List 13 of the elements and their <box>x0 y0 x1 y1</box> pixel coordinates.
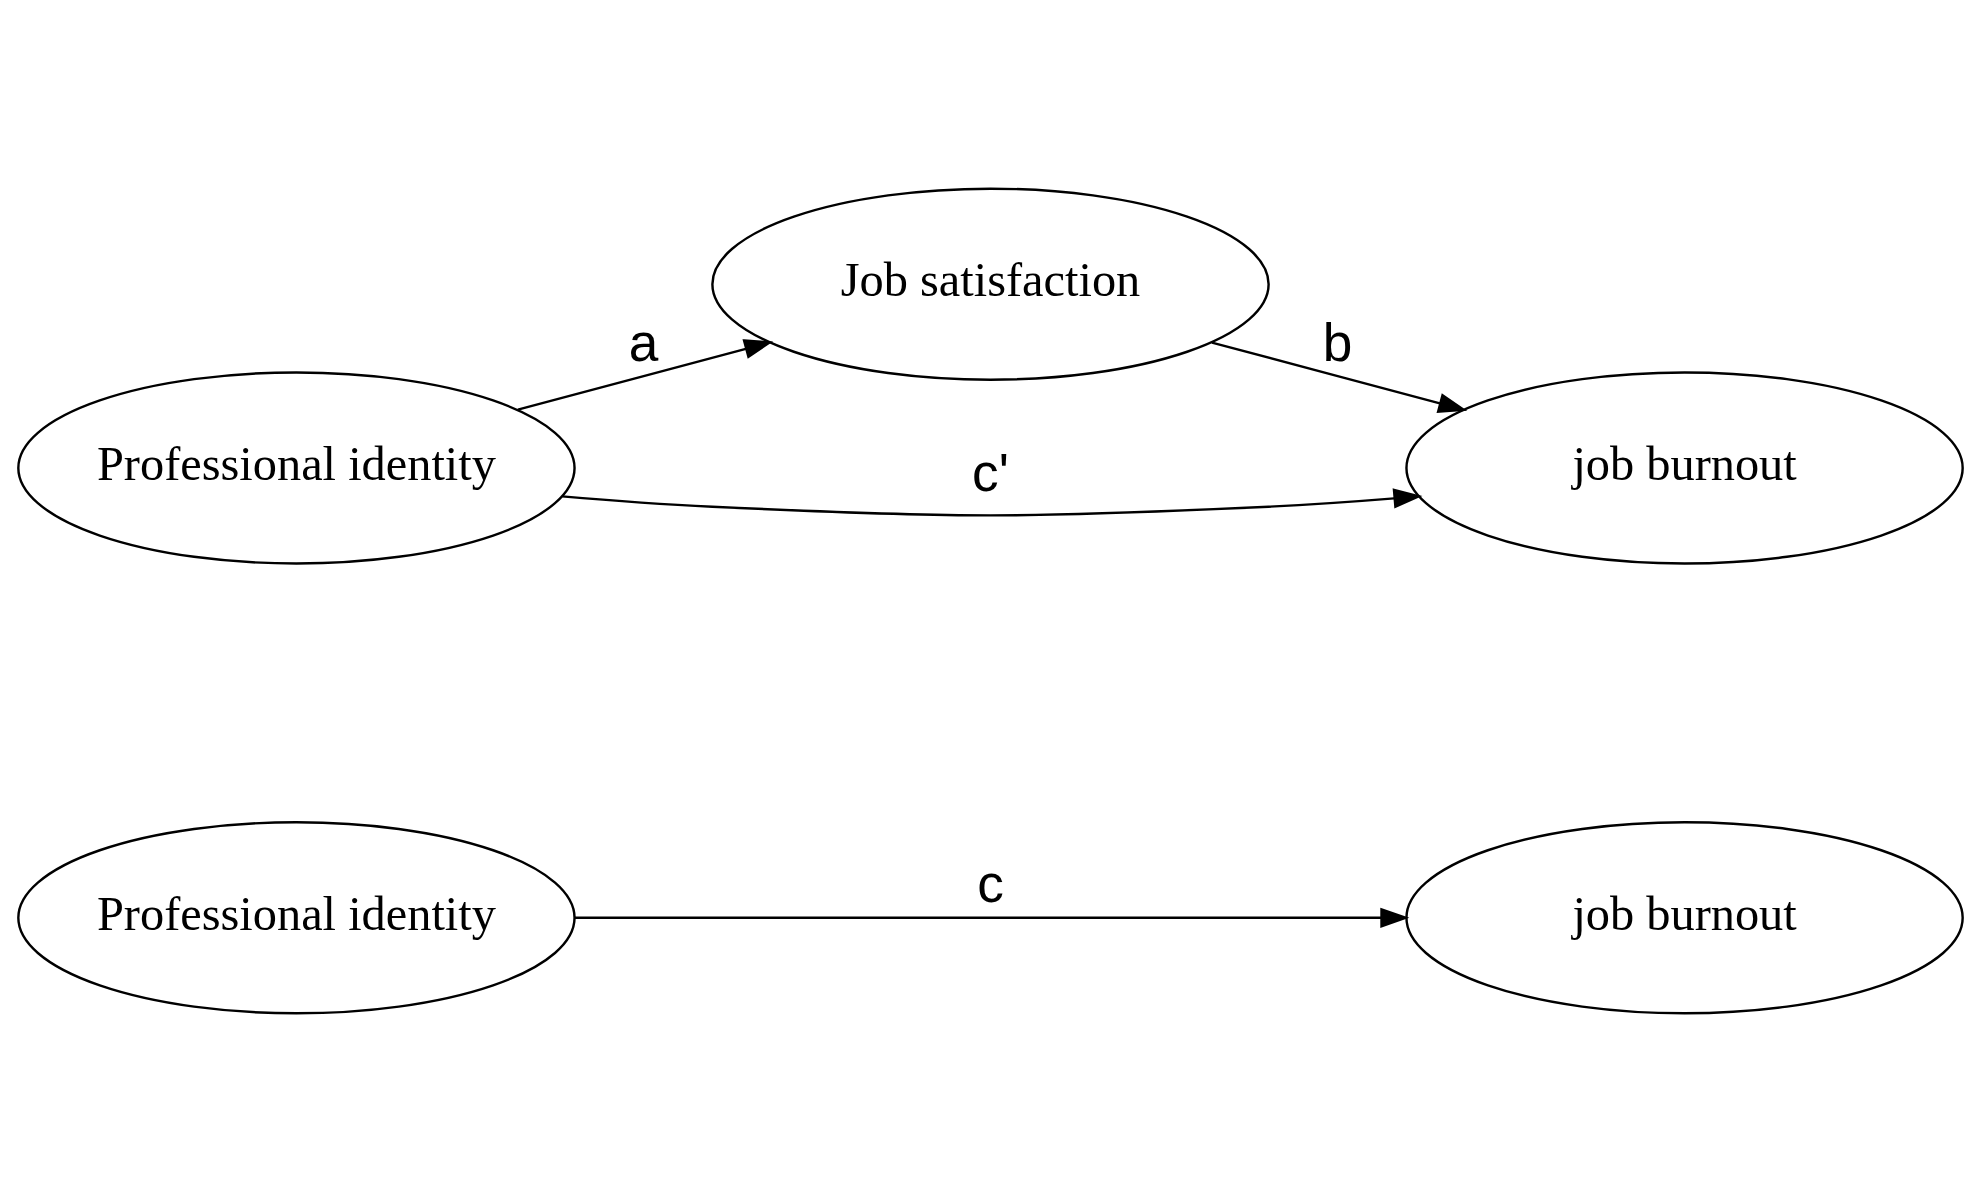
node-ellipse: job burnout <box>1405 370 1964 565</box>
node-ellipse: Professional identity <box>17 370 576 565</box>
node-ellipse: job burnout <box>1405 820 1964 1015</box>
node-ellipse: Professional identity <box>17 820 576 1015</box>
edge-label: c' <box>972 442 1009 502</box>
edge-label: a <box>628 312 659 372</box>
arrow <box>574 907 1410 928</box>
arrow <box>562 487 1423 517</box>
edge-label: c <box>977 853 1004 913</box>
node-ellipse: Job satisfaction <box>711 186 1270 381</box>
arrow <box>517 338 774 411</box>
arrow <box>1211 340 1468 413</box>
edge-label: b <box>1322 312 1353 372</box>
